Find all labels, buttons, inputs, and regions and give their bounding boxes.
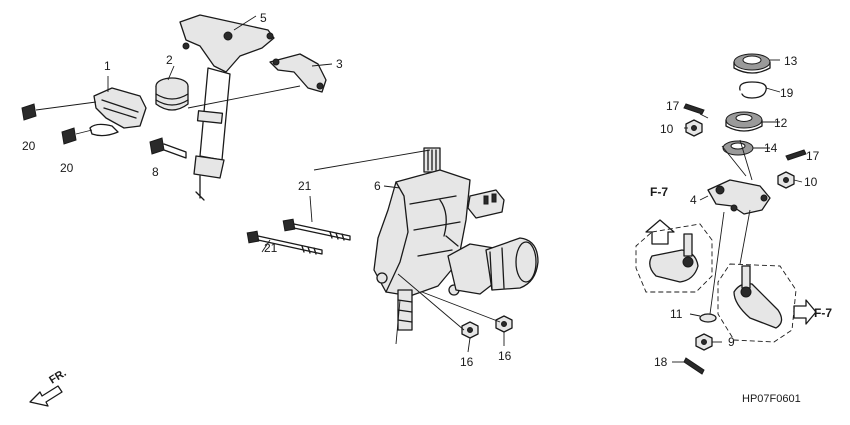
callout-17b: 17 [806,149,820,163]
cotter-pin-18 [683,357,705,375]
f7-left-arrow [645,219,675,245]
bolt-20a [21,101,97,121]
diagram-code: HP07F0601 [742,393,801,405]
bolt-21b [246,230,323,255]
nut-16b [495,315,513,333]
cotter-pin-17a [683,103,705,115]
nut-10b [777,171,795,189]
callout-12: 12 [774,116,788,130]
bolt-20b [61,127,93,145]
callout-8: 8 [152,165,159,179]
callout-21b: 21 [264,241,278,255]
holder-clip [89,123,119,137]
f7-right-label: F-7 [814,306,832,320]
front-direction-arrow [29,385,63,407]
steering-motor [447,237,539,295]
callout-17a: 17 [666,99,680,113]
callout-9: 9 [728,335,735,349]
oil-seal-13 [733,53,771,74]
tie-rod-end-left [635,223,713,293]
callout-21a: 21 [298,179,312,193]
callout-16a: 16 [460,355,474,369]
nut-9 [695,333,713,351]
nut-10a [685,119,703,137]
direction-label: FR. [47,367,68,387]
cotter-pin-17b [785,149,807,161]
steering-bushing [155,77,189,111]
bushing-holder [93,87,147,129]
callout-3: 3 [336,57,343,71]
column-clamp [269,53,327,93]
callout-14: 14 [764,141,778,155]
bearing-14 [722,140,754,156]
callout-16b: 16 [498,349,512,363]
callout-11: 11 [670,307,683,321]
callout-5: 5 [260,11,267,25]
bolt-21a [282,218,351,241]
pitman-arm [707,179,771,215]
callout-1: 1 [104,59,111,73]
callout-13: 13 [784,54,798,68]
bolt-8 [149,137,187,159]
steering-column-assembly [179,14,275,201]
callout-6: 6 [374,179,381,193]
callout-20b: 20 [60,161,74,175]
tie-rod-end-right [717,263,797,343]
callout-20a: 20 [22,139,36,153]
f7-left-label: F-7 [650,185,668,199]
washer-11 [699,313,717,323]
callout-10b: 10 [804,175,818,189]
callout-18: 18 [654,355,668,369]
callout-2: 2 [166,53,173,67]
callout-4: 4 [690,193,697,207]
callout-19: 19 [780,86,794,100]
circlip-19 [739,81,767,99]
steering-gearbox [373,147,505,331]
f7-right-arrow [793,299,817,325]
bearing-12 [725,111,763,132]
nut-16a [461,321,479,339]
callout-10a: 10 [660,122,674,136]
